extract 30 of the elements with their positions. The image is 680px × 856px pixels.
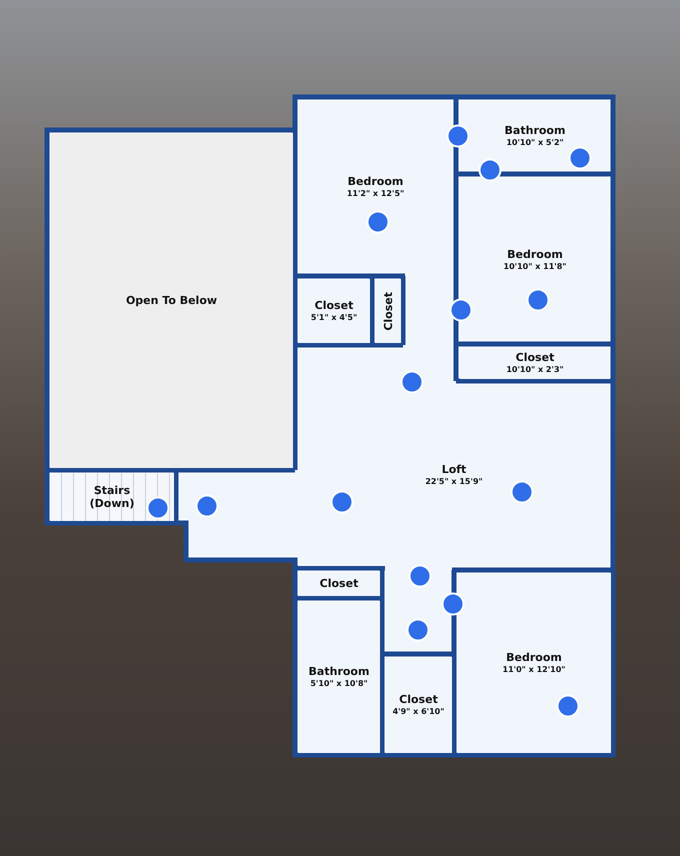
room-area (385, 657, 452, 753)
room-dimensions: 10'10" x 2'3" (506, 364, 564, 375)
room-dimensions: 10'10" x 11'8" (504, 260, 566, 272)
room-name: Bathroom (504, 124, 566, 136)
room-dimensions: 4'9" x 6'10" (392, 706, 444, 717)
room-dimensions: 11'2" x 12'5" (346, 188, 404, 198)
room-name: Closet (382, 292, 394, 330)
room-area (50, 133, 293, 468)
room-name: Open To Below (126, 294, 218, 307)
room-area (375, 279, 401, 343)
room-name: Closet (314, 299, 354, 312)
room-area (298, 279, 370, 343)
room-name: Bedroom (507, 248, 563, 260)
room-name: Closet (516, 351, 554, 364)
room-dimensions: 22'5" x 15'9" (425, 476, 483, 487)
room-name: Bedroom (506, 651, 562, 664)
room-name: Bathroom (308, 665, 370, 678)
room-area (50, 473, 174, 521)
room-dimensions: 5'1" x 4'5" (310, 312, 358, 323)
room-name: Closet (320, 577, 358, 590)
room-dimensions: 5'10" x 10'8" (310, 678, 368, 689)
room-dimensions: 11'0" x 12'10" (502, 664, 566, 675)
room-name: Loft (442, 463, 466, 476)
room-area (298, 571, 380, 596)
room-area (298, 601, 380, 753)
room-dimensions: 10'10" x 5'2" (506, 136, 564, 148)
room-area (457, 573, 611, 753)
room-name: Bedroom (348, 174, 404, 188)
room-name: Stairs (Down) (88, 484, 136, 510)
room-name: Closet (399, 693, 438, 706)
